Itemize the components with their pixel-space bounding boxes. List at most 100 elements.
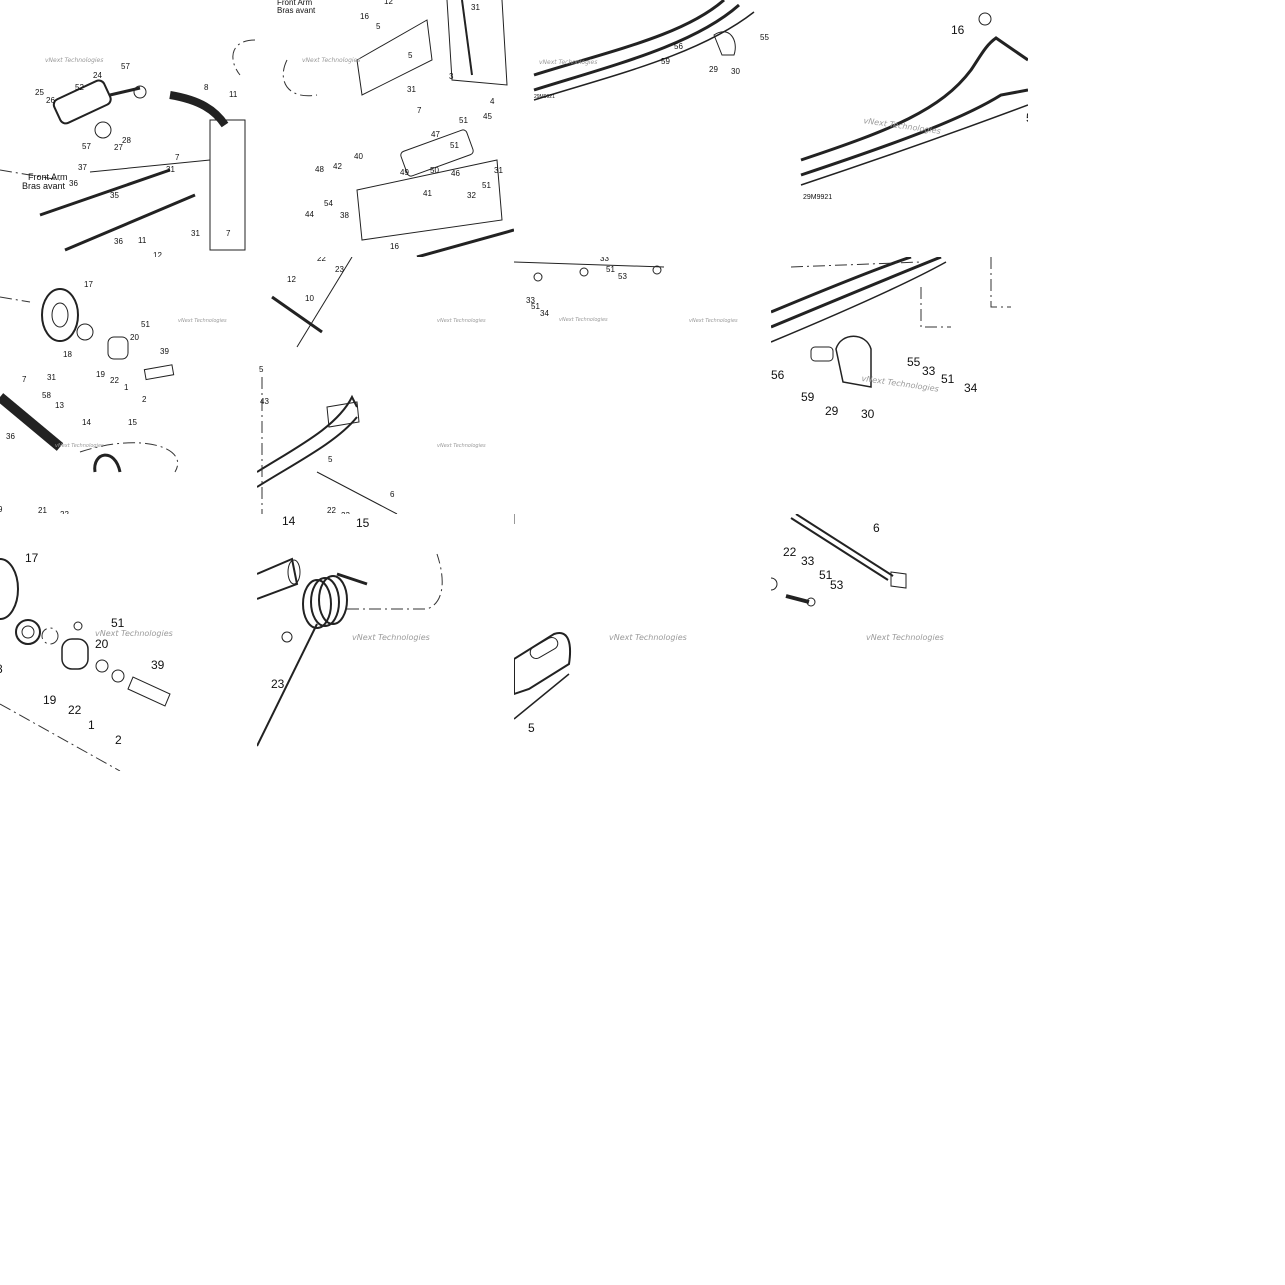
callout-number: 12 <box>153 251 162 257</box>
callout-number: 5 <box>376 22 381 31</box>
diagram-tile-rear-arm: vNext Technologies vNext Technologies 22… <box>257 257 514 514</box>
callout-number: 15 <box>128 418 137 427</box>
callout-number: 8 <box>204 83 209 92</box>
callout-number: 4 <box>490 97 495 106</box>
watermark: vNext Technologies <box>866 633 944 642</box>
callout-number: 23 <box>335 265 344 274</box>
callout-number: 59 <box>661 57 670 66</box>
callout-number: 29 <box>709 65 718 74</box>
callout-number: 51 <box>941 372 955 386</box>
callout-number: 34 <box>964 381 978 395</box>
callout-number: 31 <box>166 165 175 174</box>
callout-number: 51 <box>141 320 150 329</box>
callout-number: 56 <box>674 42 683 51</box>
watermark: vNext Technologies <box>437 318 486 324</box>
callout-number: 20 <box>95 637 109 651</box>
callout-number: 51 <box>450 141 459 150</box>
callout-number: 1 <box>124 383 129 392</box>
callout-number: 25 <box>35 88 44 97</box>
front-arm-label-fr: Bras avant <box>22 181 66 191</box>
callout-number: 42 <box>333 162 342 171</box>
callout-number: 44 <box>305 210 314 219</box>
callout-number: 27 <box>114 143 123 152</box>
callout-number: 16 <box>390 242 399 251</box>
watermark: vNext Technologies <box>539 59 597 66</box>
callout-number: 19 <box>96 370 105 379</box>
callout-number: 51 <box>819 568 833 582</box>
callout-number: 51 <box>111 616 125 630</box>
callout-number: 48 <box>315 165 324 174</box>
callout-number: 33 <box>801 554 815 568</box>
callout-number: 26 <box>46 96 55 105</box>
callout-number: 33 <box>600 257 609 263</box>
diagram-tile-rail-overview: 29M9921 vNext Technologies 165 <box>771 0 1028 257</box>
callout-number: 37 <box>78 163 87 172</box>
callout-number: 54 <box>324 199 333 208</box>
watermark: vNext Technologies <box>55 443 104 449</box>
callout-number: 24 <box>93 71 102 80</box>
callout-number: 55 <box>907 355 921 369</box>
callout-number: 1 <box>88 718 95 732</box>
callout-number: 14 <box>82 418 91 427</box>
callout-number: 21 <box>38 506 47 514</box>
idler-wheel-drawing: vNext Technologies vNext Technologies 17… <box>0 280 227 514</box>
callout-number: 30 <box>731 67 740 76</box>
callout-number: 30 <box>861 407 875 421</box>
callout-number: 5 <box>1026 111 1028 125</box>
callout-number: 51 <box>459 116 468 125</box>
callout-number: 31 <box>191 229 200 238</box>
callout-number: 53 <box>830 578 844 592</box>
callout-number: 36 <box>6 432 15 441</box>
callout-number: 46 <box>451 169 460 178</box>
idler-wheel-detail-drawing: vNext Technologies 175120398192212 <box>0 551 173 771</box>
upper-frame-drawing: Front Arm Bras avant vNext Technologies … <box>277 0 514 257</box>
callout-number: 13 <box>55 401 64 410</box>
callout-number: 55 <box>760 33 769 42</box>
callout-number: 34 <box>540 309 549 318</box>
callout-number: 3 <box>449 72 454 81</box>
callout-number: 22 <box>60 510 69 514</box>
callout-number: 39 <box>151 658 165 672</box>
callout-number: 17 <box>84 280 93 289</box>
rail-overview-drawing: 29M9921 vNext Technologies 165 <box>800 12 1028 201</box>
callout-number: 22 <box>783 545 797 559</box>
callout-number: 51 <box>531 302 540 311</box>
callout-number: 50 <box>430 166 439 175</box>
diagram-tile-idler-wheel-detail: vNext Technologies 175120398192212 <box>0 514 257 771</box>
callout-number: 22 <box>110 376 119 385</box>
callout-number: 9 <box>0 505 3 514</box>
callout-number: 2 <box>142 395 147 404</box>
callout-number: 8 <box>0 662 3 676</box>
callout-number: 23 <box>271 677 285 691</box>
callout-number: 31 <box>471 3 480 12</box>
fasteners-drawing: vNext Technologies vNext Technologies 33… <box>514 257 738 324</box>
callout-number: 51 <box>606 265 615 274</box>
callout-number: 5 <box>328 455 333 464</box>
diagram-tile-rail-slide: 29M9921 vNext Technologies 56 55 59 29 30 <box>514 0 771 257</box>
watermark: vNext Technologies <box>559 317 608 323</box>
front-arm-label: Front Arm <box>28 172 68 182</box>
callout-number: 16 <box>951 23 965 37</box>
callout-number: 6 <box>873 521 880 535</box>
callout-number: 7 <box>226 229 231 238</box>
callout-number: 35 <box>110 191 119 200</box>
callout-number: 18 <box>63 350 72 359</box>
callout-number: 58 <box>42 391 51 400</box>
watermark: vNext Technologies <box>45 57 103 64</box>
front-arm-shock-drawing: Front Arm Bras avant vNext Technologies … <box>0 39 256 257</box>
figure-code: 29M9921 <box>534 94 555 100</box>
figure-code: 29M9921 <box>803 194 832 201</box>
callout-number: 22 <box>317 257 326 263</box>
callout-number: 41 <box>423 189 432 198</box>
callout-number: 57 <box>82 142 91 151</box>
callout-number: 7 <box>22 375 27 384</box>
callout-number: 20 <box>130 333 139 342</box>
watermark: vNext Technologies <box>352 633 430 642</box>
callout-number: 53 <box>618 272 627 281</box>
callout-number: 11 <box>229 90 238 99</box>
diagram-tile-front-arm-shock: Front Arm Bras avant vNext Technologies … <box>0 0 257 257</box>
